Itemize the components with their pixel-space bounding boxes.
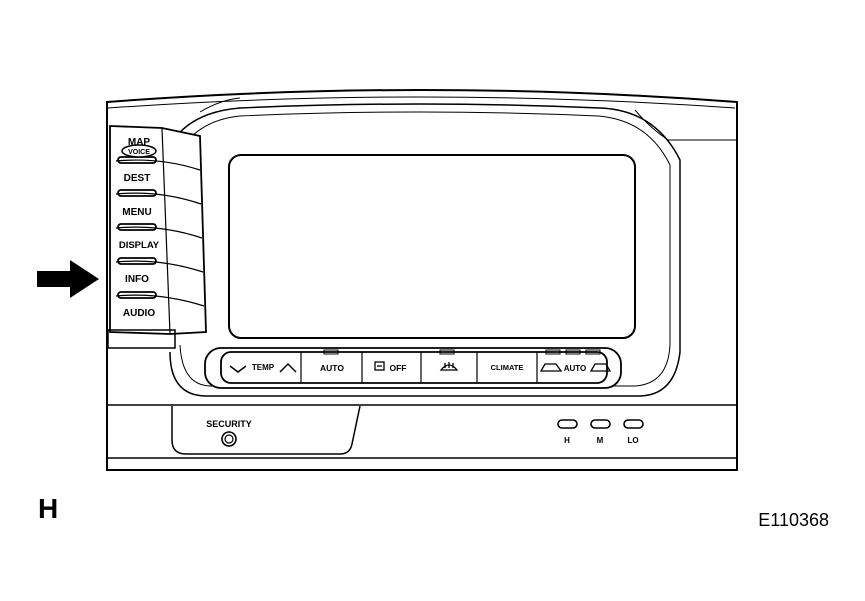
left-button-strip	[107, 125, 207, 349]
seat-heater-high-label: H	[564, 436, 570, 445]
security-indicator-icon	[221, 431, 237, 447]
button-dest-label[interactable]: DEST	[124, 173, 151, 184]
display-screen	[228, 154, 636, 339]
button-voice-label[interactable]: VOICE	[128, 149, 150, 156]
voice-badge	[121, 144, 157, 158]
corner-letter: H	[38, 493, 58, 524]
button-map-label[interactable]: MAP	[128, 137, 151, 148]
button-audio-label[interactable]: AUDIO	[123, 308, 155, 319]
seat-heater-low-label: LO	[627, 436, 638, 445]
button-info-label[interactable]: INFO	[125, 274, 149, 285]
front-defrost-icon[interactable]	[439, 362, 459, 371]
auto-button-label[interactable]: AUTO	[320, 363, 344, 373]
button-display-label[interactable]: DISPLAY	[119, 240, 160, 251]
security-housing	[171, 405, 361, 455]
button-menu-label[interactable]: MENU	[122, 207, 151, 218]
panel-bezel	[106, 89, 738, 471]
temp-label[interactable]: TEMP	[252, 363, 275, 372]
fan-off-icon	[374, 361, 385, 371]
fan-auto-button-label[interactable]: AUTO	[564, 364, 587, 373]
security-indicator-inner	[224, 434, 234, 444]
climate-button-label[interactable]: CLIMATE	[491, 363, 524, 372]
climate-control-bar	[204, 347, 622, 389]
figure-code: E110368	[758, 510, 829, 530]
security-label: SECURITY	[206, 419, 252, 429]
seat-heater-mid-label: M	[597, 436, 604, 445]
seat-heater-indicators	[557, 419, 644, 429]
pointer-arrow-icon	[37, 260, 99, 298]
off-button-label[interactable]: OFF	[390, 363, 407, 373]
air-flow-car-icon	[539, 363, 612, 372]
